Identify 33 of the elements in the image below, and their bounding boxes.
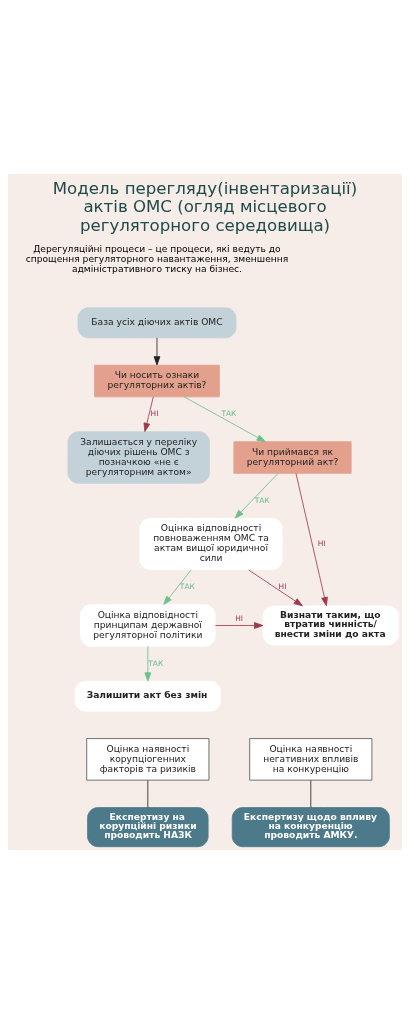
node-box: Чи носить ознаки регуляторних актів? <box>94 364 220 398</box>
arrow <box>143 396 154 432</box>
connector <box>310 779 312 808</box>
arrow <box>234 473 279 519</box>
arrow <box>163 569 192 605</box>
node-box: Визнати таким, що втратив чинність/ внести зміни до акта <box>262 605 399 646</box>
node-box: Оцінка наявності негативних впливів на конкуренцію <box>249 738 373 781</box>
edge-label: ТАК <box>221 409 237 419</box>
edge-label: ТАК <box>148 658 164 668</box>
edge-label: ТАК <box>254 495 270 505</box>
arrow <box>248 569 303 607</box>
edge-label: НІ <box>278 582 287 592</box>
arrow <box>295 473 328 607</box>
edge-label: НІ <box>317 538 326 548</box>
edge-label: ТАК <box>179 582 195 592</box>
node-box: Експертизу щодо впливу на конкуренцію проводить АМКУ. <box>231 807 390 848</box>
arrow <box>153 337 161 366</box>
edge-label: НІ <box>150 409 159 419</box>
node-box: База усіх діючих актів ОМС <box>77 307 237 339</box>
node-box: Оцінка відповідності принципам державної регуляторної політики <box>80 604 216 647</box>
node-box: Оцінка відповідності повноваженням ОМС та актам вищої юридичної сили <box>139 517 283 571</box>
node-box: Експертизу на корупційні ризики проводить НАЗК <box>87 807 209 848</box>
arrow <box>215 622 264 629</box>
arrow <box>144 645 152 682</box>
arrow <box>184 396 266 443</box>
node-box: Залишається у переліку діючих рішень ОМС з позначкою «не є регуляторним актом» <box>67 431 210 484</box>
node-box: Залишити акт без змін <box>74 680 221 712</box>
edge-label: НІ <box>235 613 244 623</box>
node-box: Чи приймався як регуляторний акт? <box>233 441 352 474</box>
label: Дерегуляційні процеси – це процеси, які ведуть до спрощення регуляторного навантаження, зменшення адміністративного тиску на бізнес. <box>25 243 289 274</box>
connector <box>147 779 149 808</box>
node-box: Оцінка наявності корупціогенних факторів та ризиків <box>86 738 210 781</box>
diagram-title: Модель перегляду(інвентаризації) актів ОМС (огляд місцевого регуляторного середовища) <box>52 178 358 235</box>
